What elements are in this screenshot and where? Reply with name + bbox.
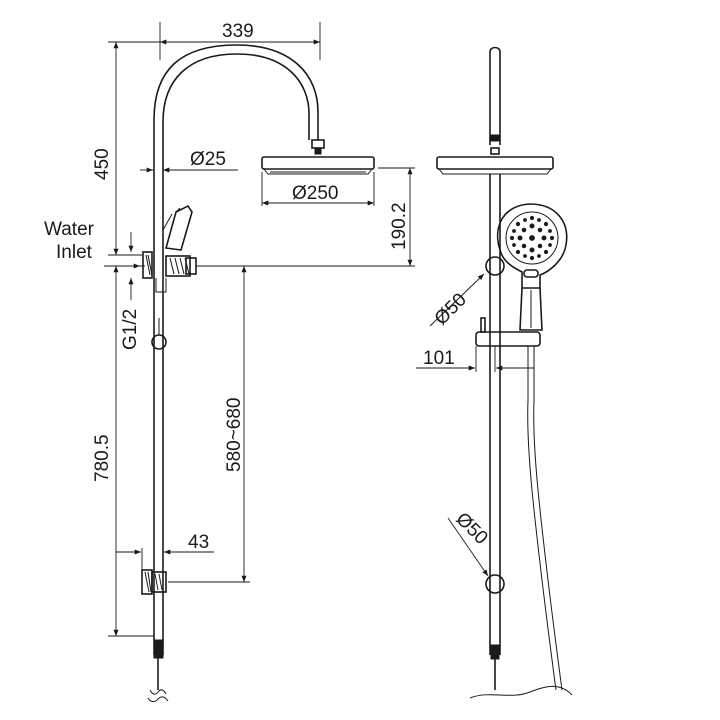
dim-knob-diameter: Ø50	[451, 509, 491, 549]
dim-bracket-offset: 101	[423, 348, 455, 369]
side-view: 339 450 Ø25 Ø250 190.2 Water Inlet G1/2 …	[44, 21, 415, 702]
dim-head-diameter: Ø250	[292, 183, 338, 204]
dim-handset-diameter: Ø50	[431, 289, 471, 329]
shower-hose	[527, 346, 557, 691]
slider-bracket	[475, 317, 541, 347]
dim-thread-size: G1/2	[120, 309, 141, 350]
dim-inlet-range: 580~680	[224, 398, 245, 473]
dim-pipe-diameter: Ø25	[190, 149, 226, 170]
arm-connector	[311, 139, 325, 149]
shower-head	[261, 156, 375, 175]
dim-total-lower: 780.5	[92, 434, 113, 482]
dim-wall-offset: 43	[188, 532, 209, 553]
dim-head-to-inlet: 190.2	[389, 202, 410, 250]
handset-front	[496, 203, 568, 331]
label-water-inlet-line2: Inlet	[56, 242, 93, 263]
dim-arm-height: 450	[92, 148, 113, 180]
shower-head-front	[436, 156, 554, 175]
lower-wall-connector	[141, 569, 167, 595]
lower-knob	[485, 574, 505, 594]
front-view: Ø50 101 Ø50	[416, 46, 573, 699]
upper-knob	[485, 256, 505, 276]
riser-rail-front	[489, 174, 501, 655]
handset-side	[162, 204, 193, 251]
shower-arm	[153, 44, 319, 145]
label-water-inlet-line1: Water	[44, 219, 95, 240]
upper-wall-connector	[142, 251, 197, 279]
dim-arm-reach: 339	[222, 21, 254, 42]
